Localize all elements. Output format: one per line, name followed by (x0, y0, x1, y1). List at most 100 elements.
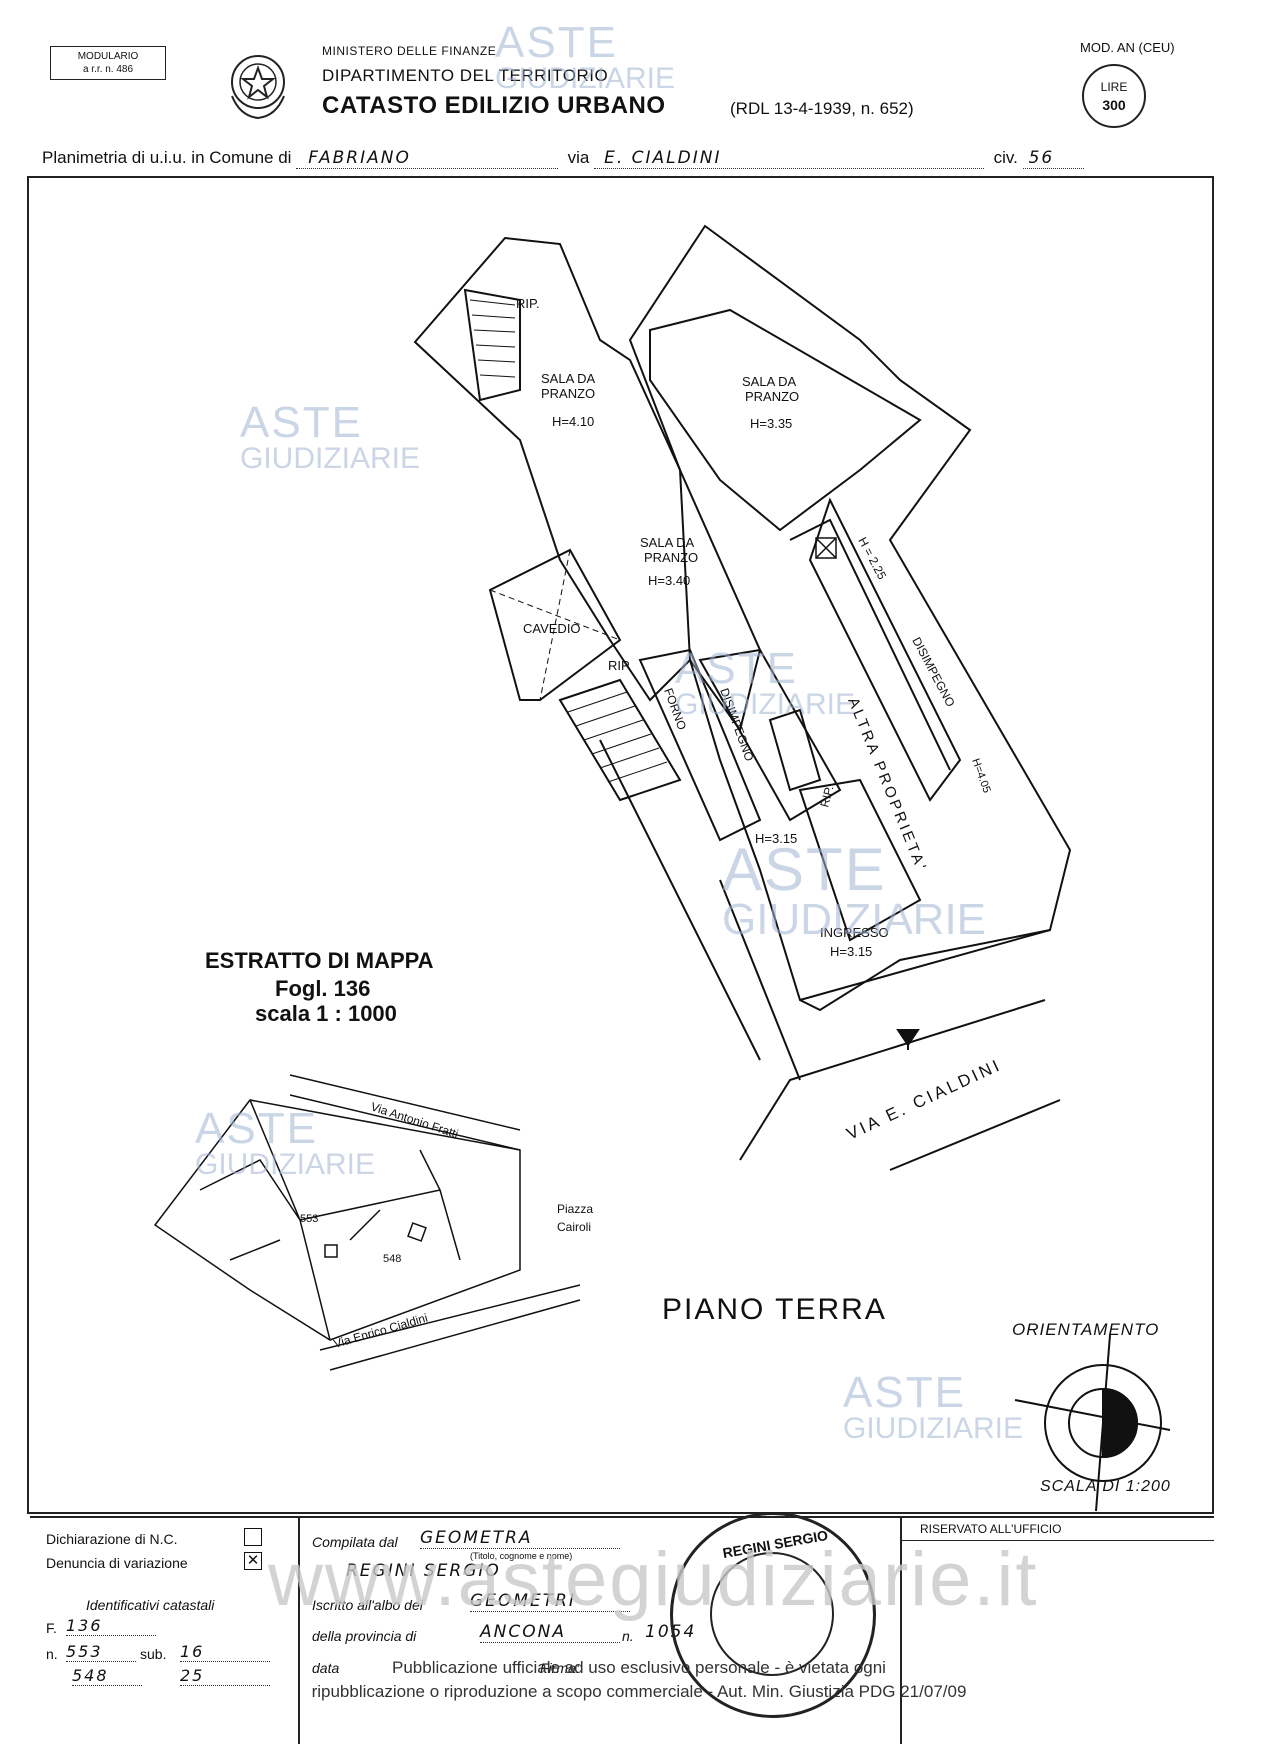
sub-label: sub. (140, 1646, 167, 1662)
plan-line: Planimetria di u.i.u. in Comune di FABRI… (42, 148, 1084, 169)
stair-lower (558, 678, 682, 802)
sub-value: 16 (180, 1642, 270, 1662)
street-line-1 (739, 999, 1046, 1161)
n-value: 553 (66, 1642, 136, 1662)
sala1-line2: PRANZO (541, 386, 595, 401)
drawing-frame (27, 176, 1214, 1514)
compass-icon (1014, 1334, 1171, 1512)
entrance-arrow-icon (896, 1029, 920, 1050)
n-label: n. (46, 1646, 58, 1662)
ingresso-label: INGRESSO (820, 925, 889, 940)
stair-top-steps (469, 299, 516, 378)
publication-notice-line2: ripubblicazione o riproduzione a scopo c… (311, 1682, 967, 1701)
map-street-fratti (289, 1074, 521, 1151)
sala2-line2: PRANZO (745, 389, 799, 404)
map-street-cialdini (319, 1284, 581, 1371)
map-blocks (153, 1099, 521, 1341)
provincia-label: della provincia di (312, 1628, 417, 1644)
sala3-line1: SALA DA (640, 535, 695, 550)
compilata-value: GEOMETRA (420, 1528, 620, 1549)
stair-mid (768, 708, 822, 792)
iscritto-value: GEOMETRI (470, 1591, 630, 1612)
url-watermark: www.astegiudiziarie.it (268, 1537, 1039, 1622)
footer-riservato-rule (900, 1540, 1214, 1541)
sub2-value: 25 (180, 1666, 270, 1686)
map-extract-title: ESTRATTO DI MAPPA (205, 948, 434, 973)
footer-divider-2 (900, 1516, 902, 1744)
lire-value: 300 (1102, 97, 1126, 113)
cavedio-outline (488, 548, 622, 701)
sala3-height: H=3.40 (648, 573, 690, 588)
inner-wall-5 (638, 648, 762, 842)
orientation-label: ORIENTAMENTO (1012, 1320, 1160, 1339)
map-square-line2: Cairoli (557, 1220, 591, 1234)
via-value: E. CIALDINI (594, 148, 985, 169)
map-street2-label: Via Enrico Cialdini (332, 1311, 429, 1351)
modulario-line2: a r.r. n. 486 (82, 64, 134, 75)
sala1-height: H=4.10 (552, 414, 594, 429)
catasto-title: CATASTO EDILIZIO URBANO (322, 92, 666, 119)
height-225: H = 2.25 (855, 535, 889, 582)
civ-value: 56 (1022, 148, 1084, 169)
sala2-height: H=3.35 (750, 416, 792, 431)
dichiarazione-checkbox[interactable] (244, 1528, 262, 1546)
name-value: REGINI SERGIO (346, 1561, 501, 1581)
law-reference: (RDL 13-4-1939, n. 652) (730, 99, 914, 118)
footer-divider-1 (298, 1516, 300, 1744)
cavedio-cross (489, 549, 621, 701)
inner-wall-3 (789, 518, 951, 771)
n2-value: 548 (72, 1666, 142, 1686)
parcel-548: 548 (383, 1253, 401, 1265)
floor-label: PIANO TERRA (662, 1293, 887, 1326)
street-label: VIA E. CIALDINI (844, 1055, 1005, 1144)
provincia-n-label: n. (622, 1628, 634, 1644)
publication-notice-line1: Pubblicazione ufficiale ad uso esclusivo… (392, 1658, 886, 1677)
identificativi-label: Identificativi catastali (86, 1597, 215, 1613)
rip-mid-label: RIP. (608, 658, 632, 673)
model-code: MOD. AN (CEU) (1080, 40, 1175, 55)
firma-label: Firma: (540, 1660, 580, 1676)
dichiarazione-label: Dichiarazione di N.C. (46, 1531, 178, 1547)
data-label: data (312, 1660, 340, 1676)
provincia-value: ANCONA (480, 1622, 620, 1643)
titolo-note: (Titolo, cognome e nome) (470, 1551, 573, 1561)
denuncia-checkbox-checked[interactable]: ✕ (244, 1552, 262, 1570)
republic-emblem-icon (220, 46, 296, 122)
right-wing-wall (628, 224, 1072, 1012)
sala3-line2: PRANZO (644, 550, 698, 565)
map-extract-sheet: Fogl. 136 (275, 976, 371, 1001)
height-315-a: H=3.15 (755, 831, 797, 846)
compilata-label: Compilata dal (312, 1534, 398, 1550)
lire-label: LIRE (1100, 80, 1128, 94)
inner-wall-1 (649, 308, 922, 532)
professional-stamp (670, 1512, 876, 1718)
iscritto-label: Iscritto all'albo dei (312, 1597, 423, 1613)
lire-stamp: LIRE 300 (1082, 64, 1146, 128)
map-street1-label: Via Antonio Fratti (369, 1100, 460, 1141)
f-value: 136 (66, 1616, 156, 1636)
stair-lower-steps (567, 691, 668, 783)
ingresso-height: H=3.15 (830, 944, 872, 959)
department-text: DIPARTIMENTO DEL TERRITORIO (322, 66, 609, 85)
comune-value: FABRIANO (296, 148, 559, 169)
ministry-text: MINISTERO DELLE FINANZE (322, 44, 497, 58)
left-wing-wall (413, 236, 762, 733)
modulario-box: MODULARIO a r.r. n. 486 (50, 46, 166, 80)
f-label: F. (46, 1620, 57, 1636)
height-405: H=4.05 (969, 757, 993, 795)
denuncia-label: Denuncia di variazione (46, 1555, 188, 1571)
rip-low-label: RIP. (817, 784, 836, 809)
street-line-2 (889, 1099, 1061, 1171)
plan-prefix: Planimetria di u.i.u. in Comune di (42, 148, 292, 167)
sala1-line1: SALA DA (541, 371, 596, 386)
professional-stamp-inner (710, 1552, 834, 1676)
stair-top (463, 288, 521, 402)
cavedio-label: CAVEDIO (523, 621, 581, 636)
riservato-label: RISERVATO ALL'UFFICIO (920, 1522, 1062, 1536)
